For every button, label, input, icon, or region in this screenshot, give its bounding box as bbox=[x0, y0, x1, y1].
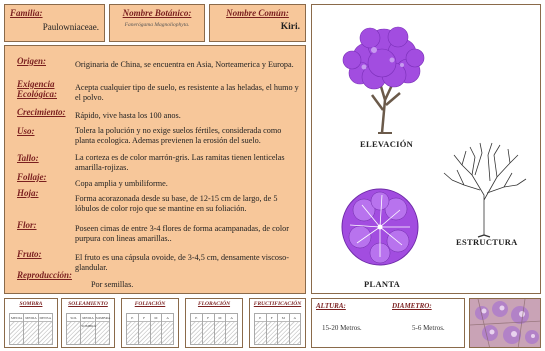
altura-label: ALTURA: bbox=[316, 302, 346, 310]
floracion-cell-label: M bbox=[214, 314, 226, 322]
soleamiento-cell-label: SOMBRA bbox=[95, 314, 111, 322]
dimensions-box: ALTURA: 15-20 Metros. DIAMETRO: 5-6 Metr… bbox=[311, 298, 465, 348]
flor-label: Flor: bbox=[17, 220, 37, 230]
flower-photo-image bbox=[470, 299, 540, 347]
plan-tree-icon bbox=[341, 188, 419, 266]
floracion-box: FLORACIÓN E F M A bbox=[185, 298, 243, 348]
nombre-comun-label: Nombre Común: bbox=[226, 8, 289, 18]
familia-value: Paulowniaceae. bbox=[42, 22, 99, 32]
fructificacion-cell-label: A bbox=[289, 314, 300, 322]
crecimiento-label: Crecimiento: bbox=[17, 107, 66, 117]
flower-photo bbox=[469, 298, 541, 348]
fructificacion-title: FRUCTIFICACIÓN bbox=[253, 301, 302, 307]
sombra-title: SOMBRA bbox=[19, 301, 43, 307]
reproduccion-label: Reproducción: bbox=[17, 270, 72, 280]
exigencia-value: Acepta cualquier tipo de suelo, es resis… bbox=[75, 83, 299, 102]
fructificacion-cell-label: M bbox=[278, 314, 289, 322]
floracion-cell-label: F bbox=[202, 314, 214, 322]
nombre-comun-box: Nombre Común: Kiri. bbox=[209, 4, 306, 42]
origen-label: Origen: bbox=[17, 56, 46, 66]
soleamiento-cell-label: MEDIA SOMBRA bbox=[81, 314, 97, 328]
sombra-cell-label: MEDIA bbox=[10, 314, 24, 322]
nombre-botanico-value: Fanerógama Magnoliophyta. bbox=[124, 22, 190, 28]
sombra-cell-label: DENSA bbox=[38, 314, 52, 322]
familia-label: Familia: bbox=[10, 8, 43, 18]
foliacion-cell-label: M bbox=[150, 314, 162, 322]
floracion-title: FLORACIÓN bbox=[197, 301, 231, 307]
illustration-panel: ELEVACIÓN PLANTA ESTRUCTURA bbox=[311, 4, 541, 294]
tallo-value: La corteza es de color marrón-gris. Las … bbox=[75, 153, 285, 172]
exigencia-label: Exigencia Ecológica: bbox=[17, 79, 57, 99]
soleamiento-cell-label: SOL bbox=[67, 314, 81, 322]
foliacion-cell-label: E bbox=[127, 314, 138, 322]
soleamiento-box: SOLEAMIENTO SOL MEDIA SOMBRA SOMBRA bbox=[61, 298, 115, 348]
reproduccion-value: Por semillas. bbox=[91, 280, 134, 289]
fructificacion-cell-label: E bbox=[255, 314, 266, 322]
nombre-botanico-box: Nombre Botánico: Fanerógama Magnoliophyt… bbox=[109, 4, 205, 42]
crecimiento-value: Rápido, vive hasta los 100 anos. bbox=[75, 111, 181, 120]
fruto-label: Fruto: bbox=[17, 249, 42, 259]
sombra-box: SOMBRA MEDIA MEDIA DENSA bbox=[4, 298, 58, 348]
follaje-value: Copa amplia y umbiliforme. bbox=[75, 179, 168, 188]
tree-illustrations bbox=[341, 26, 527, 266]
hoja-label: Hoja: bbox=[17, 188, 39, 198]
planta-caption: PLANTA bbox=[364, 279, 401, 289]
altura-value: 15-20 Metros. bbox=[322, 324, 362, 332]
follaje-label: Follaje: bbox=[17, 172, 47, 182]
foliacion-cell-label: A bbox=[162, 314, 173, 322]
nombre-botanico-label: Nombre Botánico: bbox=[122, 8, 192, 18]
foliacion-box: FOLIACIÓN E F M A bbox=[121, 298, 179, 348]
nombre-comun-value: Kiri. bbox=[280, 22, 300, 32]
fructificacion-box: FRUCTIFICACIÓN E F M A bbox=[249, 298, 306, 348]
flor-value: Poseen cimas de entre 3-4 flores de form… bbox=[75, 224, 289, 243]
floracion-cell-label: A bbox=[226, 314, 237, 322]
structure-tree-icon bbox=[443, 142, 527, 238]
familia-box: Familia: Paulowniaceae. bbox=[4, 4, 105, 42]
diametro-value: 5-6 Metros. bbox=[412, 324, 445, 332]
sombra-cell-label: MEDIA bbox=[24, 314, 38, 322]
tallo-label: Tallo: bbox=[17, 153, 39, 163]
diametro-label: DIAMETRO: bbox=[392, 302, 432, 310]
description-panel: Origen: Originaria de China, se encuentr… bbox=[4, 45, 306, 294]
elevacion-caption: ELEVACIÓN bbox=[360, 139, 414, 149]
elevation-tree-icon bbox=[342, 26, 425, 134]
origen-value: Originaria de China, se encuentra en Asi… bbox=[75, 60, 294, 69]
estructura-caption: ESTRUCTURA bbox=[456, 237, 518, 247]
foliacion-title: FOLIACIÓN bbox=[134, 301, 166, 307]
uso-label: Uso: bbox=[17, 126, 35, 136]
soleamiento-title: SOLEAMIENTO bbox=[68, 301, 108, 307]
foliacion-cell-label: F bbox=[138, 314, 150, 322]
fructificacion-cell-label: F bbox=[266, 314, 277, 322]
floracion-cell-label: E bbox=[191, 314, 202, 322]
hoja-value: Forma acorazonada desde su base, de 12-1… bbox=[75, 194, 278, 213]
fruto-value: El fruto es una cápsula ovoide, de 3-4,5… bbox=[75, 253, 289, 272]
uso-value: Tolera la polución y no exige suelos fér… bbox=[75, 126, 282, 145]
